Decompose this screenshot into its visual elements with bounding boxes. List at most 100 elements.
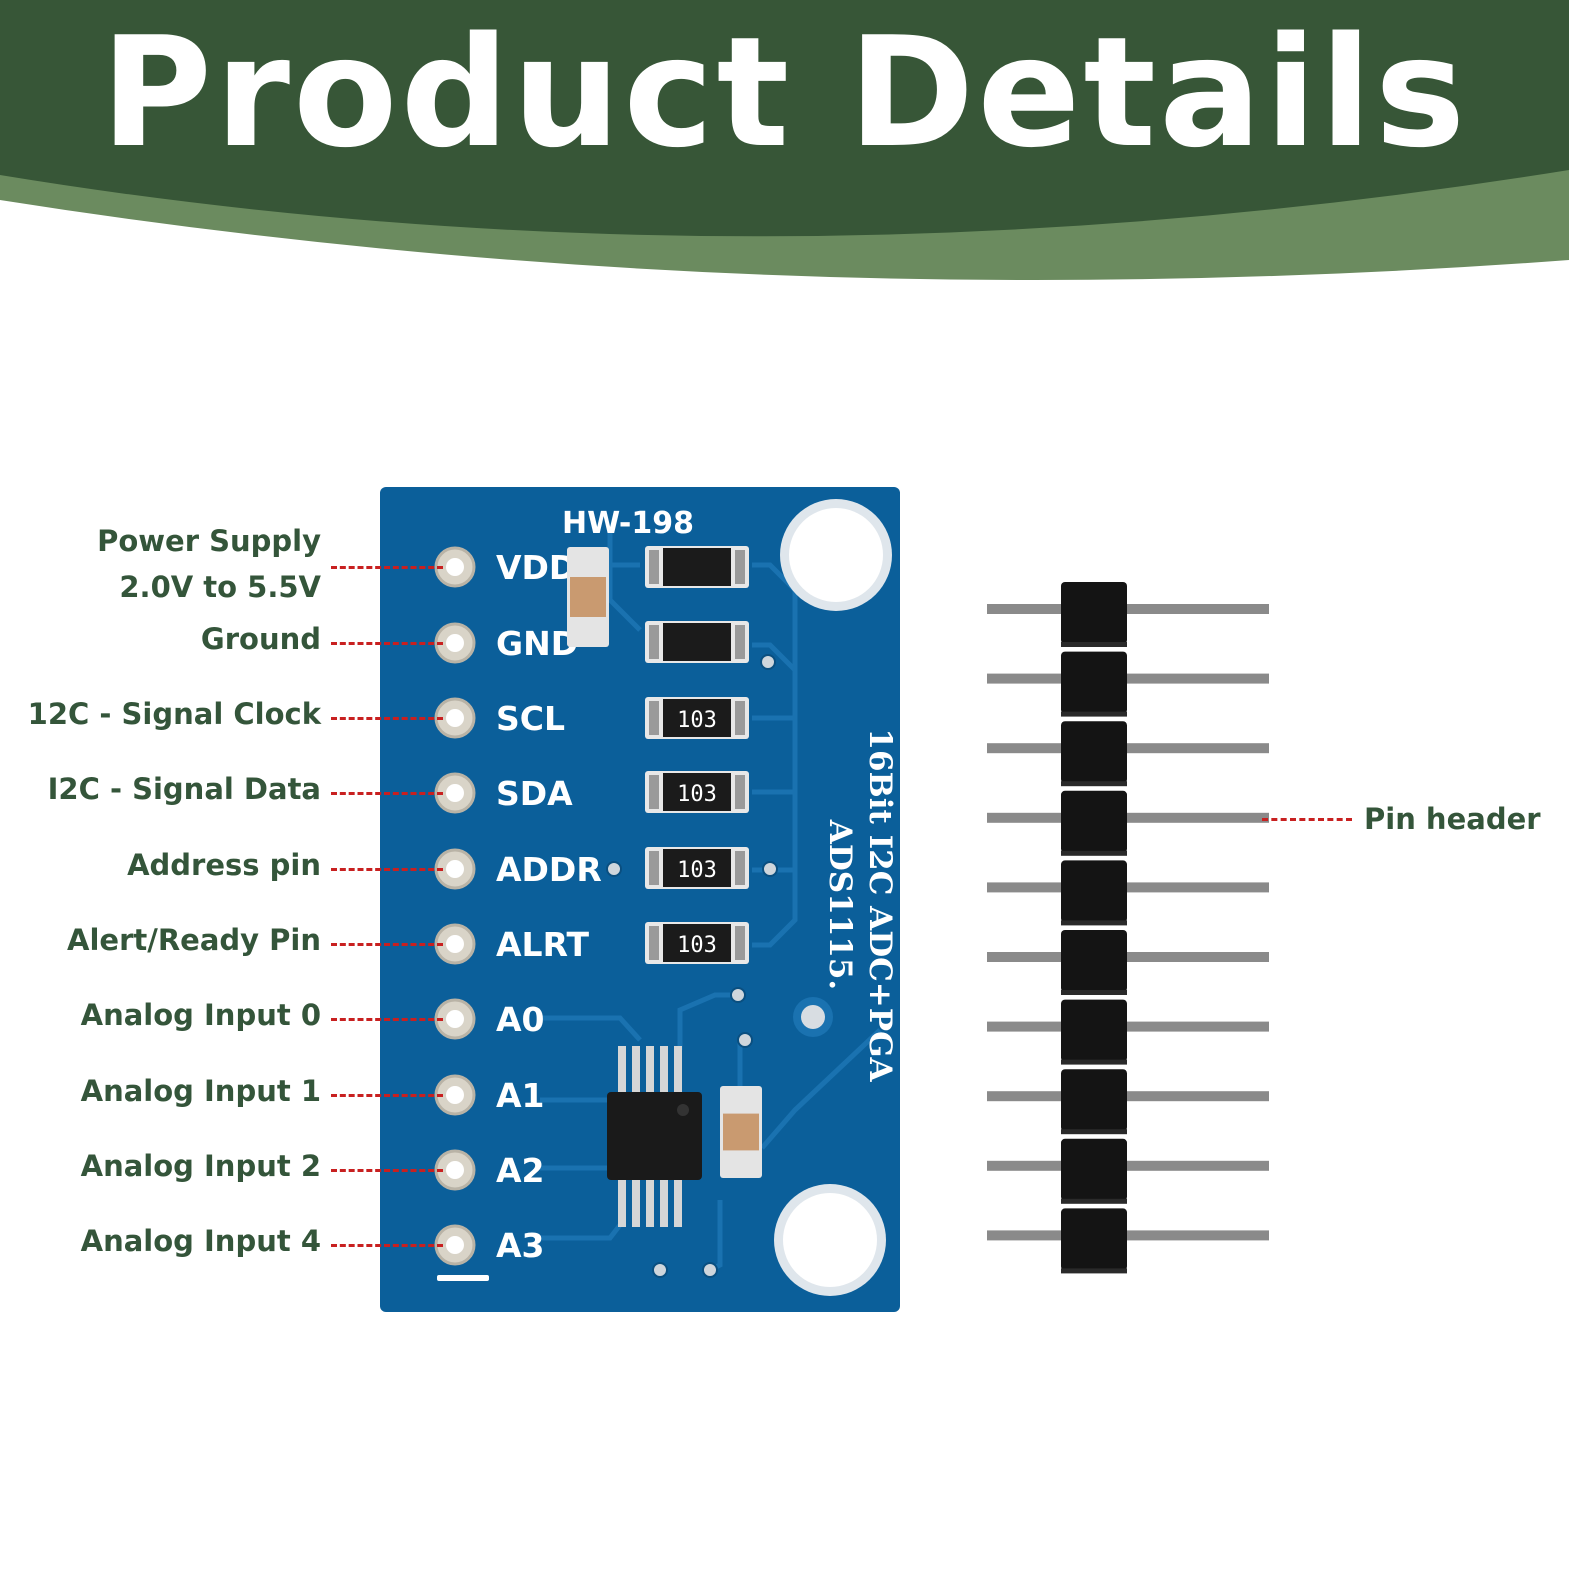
page-title: Product Details bbox=[100, 4, 1469, 181]
ads1115-chip bbox=[607, 1046, 702, 1227]
resistor-code: 103 bbox=[677, 858, 717, 883]
header-block bbox=[1061, 860, 1127, 923]
leader-line-addr bbox=[331, 868, 443, 871]
pin-label-a0: Analog Input 0 bbox=[80, 998, 321, 1032]
chip-pin1-mark bbox=[677, 1104, 689, 1116]
pin-hole bbox=[446, 558, 464, 576]
smd-resistor bbox=[645, 621, 749, 663]
header-pin bbox=[987, 743, 1269, 754]
pin-label-addr: Address pin bbox=[127, 848, 321, 882]
via bbox=[762, 861, 778, 877]
pin-label-alrt: Alert/Ready Pin bbox=[67, 923, 321, 957]
pin-hole bbox=[446, 1086, 464, 1104]
silk-label-gnd: GND bbox=[496, 624, 578, 663]
chip-lead bbox=[618, 1175, 626, 1227]
pin-header-label: Pin header bbox=[1364, 802, 1541, 836]
silk-label-addr: ADDR bbox=[496, 850, 602, 889]
header-block bbox=[1061, 1138, 1127, 1201]
via bbox=[730, 987, 746, 1003]
mounting-holes bbox=[774, 499, 892, 1296]
silk-underline-bar bbox=[437, 1275, 489, 1281]
leader-line-a3 bbox=[331, 1244, 443, 1247]
header-pin bbox=[987, 882, 1269, 893]
silk-label-a1: A1 bbox=[496, 1076, 545, 1115]
header-pin bbox=[987, 1091, 1269, 1102]
header-block bbox=[1061, 721, 1127, 784]
leader-line-gnd bbox=[331, 642, 443, 645]
header-block-gap bbox=[1061, 920, 1127, 926]
leader-line-vdd bbox=[331, 566, 443, 569]
silk-label-a2: A2 bbox=[496, 1151, 545, 1190]
smd-resistor bbox=[645, 546, 749, 588]
via bbox=[737, 1032, 753, 1048]
header-pin bbox=[987, 952, 1269, 962]
silk-label-vdd: VDD bbox=[496, 548, 576, 587]
via bbox=[702, 1262, 718, 1278]
pin-hole bbox=[446, 1236, 464, 1254]
board-model-label: HW-198 bbox=[562, 506, 694, 541]
chip-lead bbox=[632, 1046, 640, 1096]
smd-resistor: 103 bbox=[645, 771, 749, 813]
pin-hole bbox=[446, 1161, 464, 1179]
silk-label-sda: SDA bbox=[496, 774, 573, 813]
leader-line-alrt bbox=[331, 943, 443, 946]
chip-lead bbox=[646, 1046, 654, 1096]
silk-label-alrt: ALRT bbox=[496, 925, 589, 964]
header-pin bbox=[987, 1160, 1269, 1171]
resistor-code: 103 bbox=[677, 933, 717, 958]
header-block-gap bbox=[1061, 1268, 1127, 1274]
mount-hole bbox=[789, 508, 883, 602]
pin-label-vdd-line2: 2.0V to 5.5V bbox=[119, 570, 321, 604]
chip-lead bbox=[660, 1175, 668, 1227]
silk-label-scl: SCL bbox=[496, 699, 565, 738]
chip-lead bbox=[674, 1046, 682, 1096]
pcb-board bbox=[380, 487, 900, 1312]
chip-lead bbox=[632, 1175, 640, 1227]
header-block-gap bbox=[1061, 711, 1127, 717]
header-block-gap bbox=[1061, 1059, 1127, 1065]
banner-dark-band bbox=[0, 0, 1569, 237]
pcb-traces bbox=[540, 530, 882, 1273]
banner-background bbox=[0, 0, 1569, 280]
chip-lead bbox=[674, 1175, 682, 1227]
header-pin bbox=[987, 1021, 1269, 1032]
header-block bbox=[1061, 1208, 1127, 1271]
header-block bbox=[1061, 582, 1127, 644]
via-large bbox=[801, 1005, 825, 1029]
header-block-gap bbox=[1061, 781, 1127, 787]
chip-lead bbox=[646, 1175, 654, 1227]
pin-label-vdd-line1: Power Supply bbox=[97, 524, 321, 558]
board-side-text-line1: 16Bit I2C ADC+PGA bbox=[862, 728, 898, 1082]
chip-lead bbox=[618, 1046, 626, 1096]
pin-label-a1: Analog Input 1 bbox=[80, 1074, 321, 1108]
mount-hole bbox=[783, 1193, 877, 1287]
resistor-code: 103 bbox=[677, 708, 717, 733]
pin-hole bbox=[446, 634, 464, 652]
smd-capacitor bbox=[567, 547, 609, 647]
pin-label-gnd: Ground bbox=[200, 622, 321, 656]
header-block-gap bbox=[1061, 850, 1127, 856]
leader-line-a1 bbox=[331, 1094, 443, 1097]
header-block-gap bbox=[1061, 1198, 1127, 1204]
pin-pads bbox=[434, 546, 476, 1266]
pin-label-a3: Analog Input 4 bbox=[80, 1224, 321, 1258]
pin-header-leader-line bbox=[1262, 818, 1352, 821]
chip-body bbox=[607, 1092, 702, 1180]
via bbox=[652, 1262, 668, 1278]
leader-line-a0 bbox=[331, 1018, 443, 1021]
header-block bbox=[1061, 930, 1127, 992]
chip-lead bbox=[660, 1046, 668, 1096]
header-block bbox=[1061, 999, 1127, 1062]
smd-components: 103 103 103 103 bbox=[567, 546, 762, 1178]
leader-line-sda bbox=[331, 792, 443, 795]
leader-line-a2 bbox=[331, 1169, 443, 1172]
leader-line-scl bbox=[331, 717, 443, 720]
smd-capacitor bbox=[720, 1086, 762, 1178]
header-pin bbox=[987, 1230, 1269, 1241]
via bbox=[760, 654, 776, 670]
header-pin bbox=[987, 812, 1269, 823]
pin-label-sda: I2C - Signal Data bbox=[47, 772, 321, 806]
header-block-gap bbox=[1061, 990, 1127, 995]
header-block bbox=[1061, 790, 1127, 853]
